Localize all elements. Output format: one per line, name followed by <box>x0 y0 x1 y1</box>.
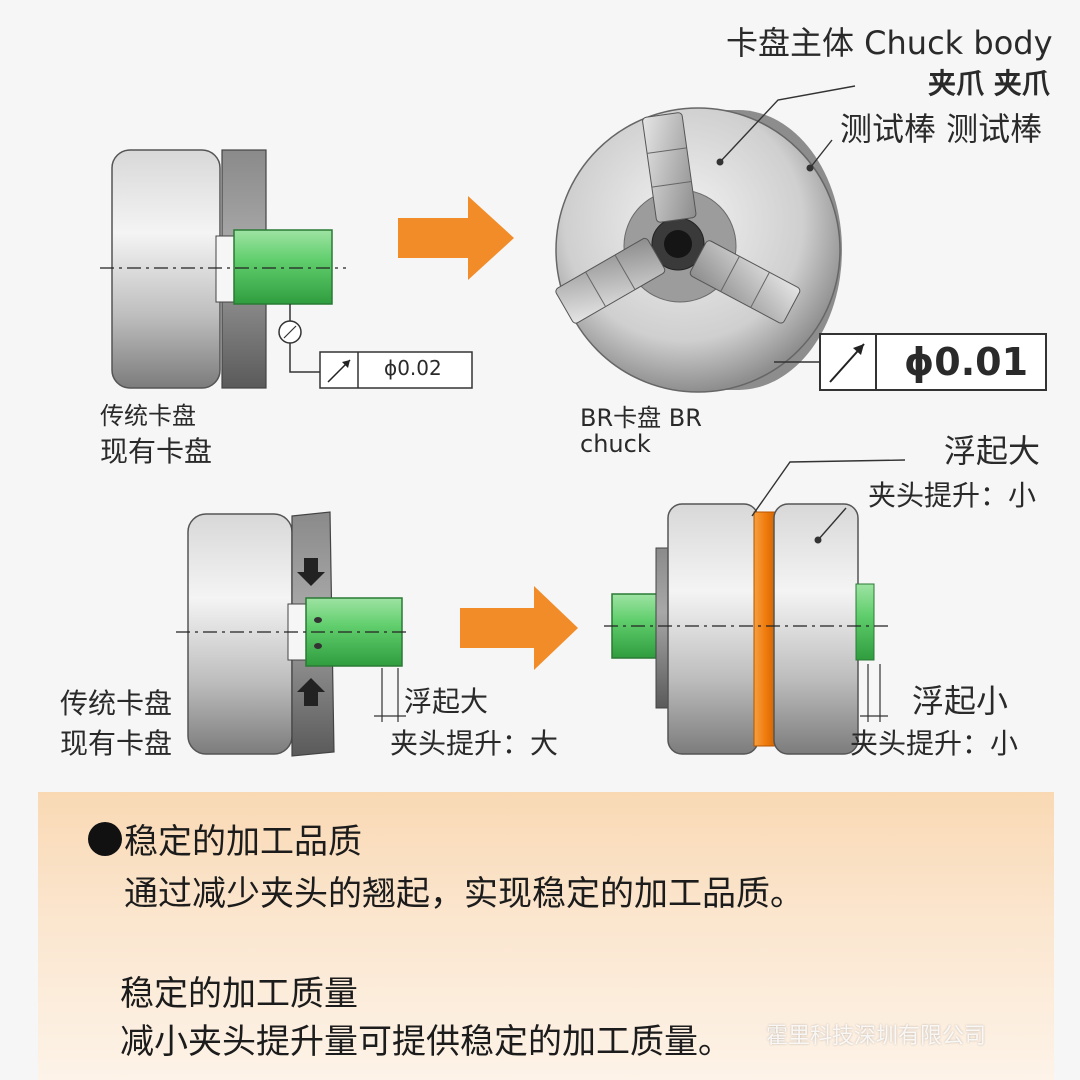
traditional-chuck-side-view-bottom <box>176 511 410 757</box>
tolerance-value-left: ϕ0.02 <box>384 356 442 380</box>
label-float-big-top: 浮起大 <box>944 432 1041 470</box>
traditional-chuck-side-view-top <box>100 149 473 389</box>
arrow-top <box>398 196 514 280</box>
bullet-dot <box>88 822 122 856</box>
tolerance-value-right: ϕ0.01 <box>904 340 1029 384</box>
heading-2: 稳定的加工质量 <box>120 974 358 1014</box>
label-lift-small-top: 夹头提升：小 <box>868 479 1037 512</box>
explanation-panel <box>38 792 1054 1080</box>
label-lift-big-bottom: 夹头提升：大 <box>390 727 559 760</box>
label-float-small: 浮起小 <box>912 682 1009 720</box>
br-chuck-side-view <box>604 459 906 755</box>
label-existing-chuck-top: 现有卡盘 <box>100 435 213 468</box>
label-chuck-body: 卡盘主体 Chuck body <box>726 24 1053 62</box>
label-lift-small-bottom: 夹头提升：小 <box>850 727 1019 760</box>
body-1: 通过减少夹头的翘起，实现稳定的加工品质。 <box>124 874 804 914</box>
label-br-chuck-line1: BR卡盘 BR <box>580 404 702 432</box>
heading-1: 稳定的加工品质 <box>124 822 362 862</box>
arrow-bottom <box>460 586 578 670</box>
watermark: 霍里科技深圳有限公司 <box>766 1024 987 1049</box>
label-existing-chuck-bottom: 现有卡盘 <box>60 727 173 760</box>
label-float-big-bottom: 浮起大 <box>404 685 489 718</box>
br-chuck-3d-view <box>555 85 1047 393</box>
label-jaw: 夹爪 夹爪 <box>928 67 1050 100</box>
label-traditional-chuck-bottom: 传统卡盘 <box>60 687 173 720</box>
label-traditional-chuck-top: 传统卡盘 <box>100 402 196 430</box>
chuck-comparison-diagram <box>100 85 1047 757</box>
label-br-chuck-line2: chuck <box>580 430 651 458</box>
body-2: 减小夹头提升量可提供稳定的加工质量。 <box>120 1022 732 1062</box>
label-test-bar: 测试棒 测试棒 <box>840 110 1043 148</box>
